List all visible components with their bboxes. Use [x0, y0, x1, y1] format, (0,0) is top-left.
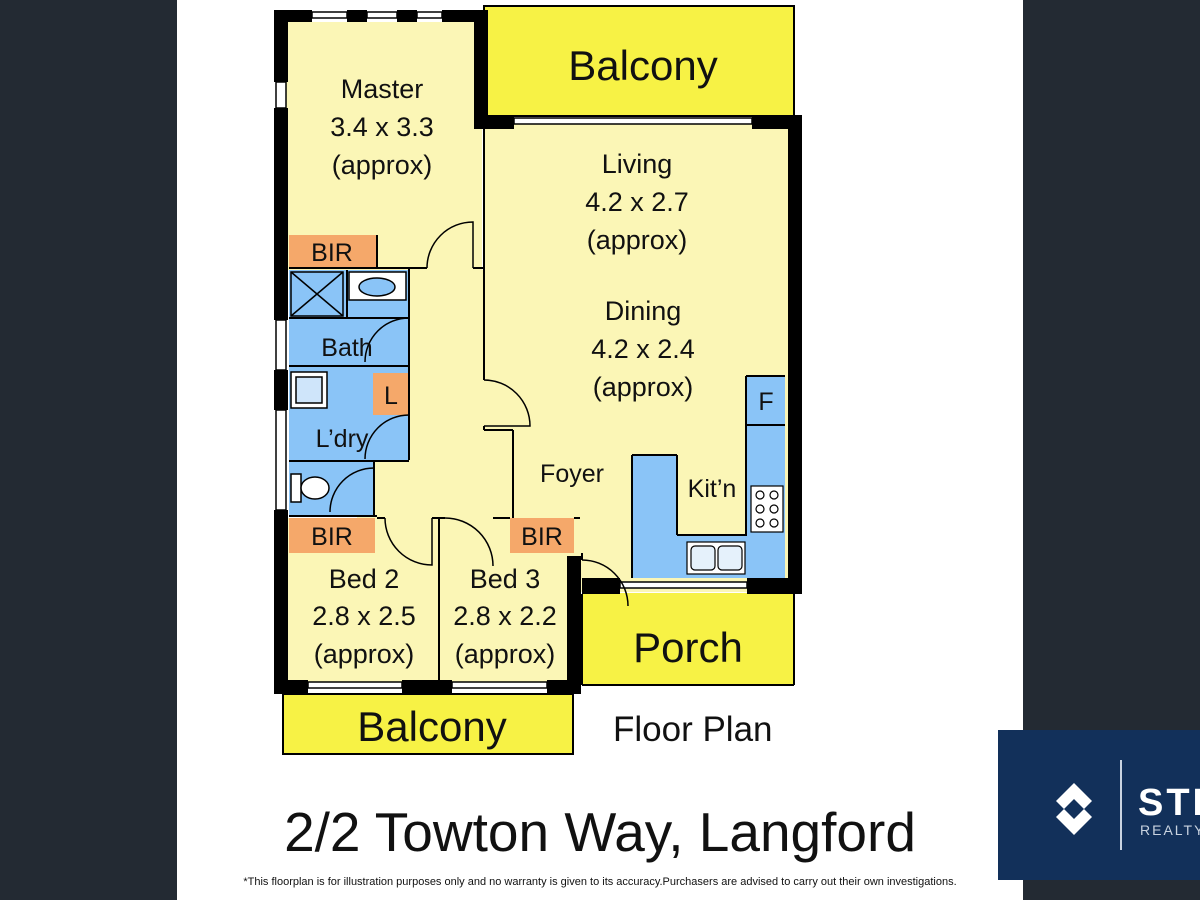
porch-label: Porch	[633, 624, 743, 671]
floor-plan-sheet: Master 3.4 x 3.3 (approx) Balcony Living…	[177, 0, 1023, 900]
toilet-icon	[290, 473, 330, 503]
badge-divider	[1120, 760, 1122, 850]
master-bedroom	[282, 22, 482, 270]
door-swings	[329, 221, 629, 607]
bed2-size-label: 2.8 x 2.5	[312, 601, 416, 631]
living-name-label: Living	[602, 149, 673, 179]
bir-master-cupboard	[289, 235, 377, 268]
bath-label: Bath	[321, 334, 372, 362]
fridge-label: F	[758, 388, 773, 416]
windows	[275, 11, 753, 689]
cooktop-icon	[750, 485, 784, 533]
bir-bed3-label: BIR	[521, 523, 563, 551]
laundry-tub-icon	[290, 371, 328, 409]
exterior-walls	[274, 10, 802, 694]
bed2-approx-label: (approx)	[314, 639, 415, 669]
basin-icon	[348, 271, 407, 301]
bir-bed2-cupboard	[289, 518, 375, 553]
master-name-label: Master	[341, 74, 424, 104]
agency-tagline: REALTY	[1140, 822, 1200, 838]
kitchen-label: Kit’n	[688, 475, 737, 503]
bir-bed3-cupboard	[510, 518, 574, 553]
floor-plan-diagram: Master 3.4 x 3.3 (approx) Balcony Living…	[274, 5, 802, 755]
master-approx-label: (approx)	[332, 150, 433, 180]
balcony-top	[484, 6, 794, 116]
living-size-label: 4.2 x 2.7	[585, 187, 689, 217]
floor-plan-title: Floor Plan	[613, 710, 773, 749]
bed3-size-label: 2.8 x 2.2	[453, 601, 557, 631]
agency-badge[interactable]: STI REALTY	[998, 730, 1200, 880]
dining-name-label: Dining	[605, 296, 682, 326]
bed3-approx-label: (approx)	[455, 639, 556, 669]
balcony-bottom-label: Balcony	[357, 703, 506, 750]
laundry-label: L’dry	[316, 425, 369, 453]
disclaimer-text: *This floorplan is for illustration purp…	[243, 876, 957, 888]
agency-logo-icon	[1056, 783, 1092, 835]
dining-approx-label: (approx)	[593, 372, 694, 402]
linen-cupboard	[373, 373, 409, 415]
bir-master-label: BIR	[311, 239, 353, 267]
kitchen-sink-icon	[686, 541, 746, 575]
fridge-space	[746, 376, 785, 424]
interior-walls	[282, 5, 795, 755]
agency-name: STI	[1138, 782, 1200, 824]
living-approx-label: (approx)	[587, 225, 688, 255]
bir-bed2-label: BIR	[311, 523, 353, 551]
porch-area	[582, 593, 794, 685]
bed3-name-label: Bed 3	[470, 564, 541, 594]
property-address: 2/2 Towton Way, Langford	[284, 801, 916, 863]
kitchen-bench	[632, 425, 785, 578]
dining-size-label: 4.2 x 2.4	[591, 334, 695, 364]
master-size-label: 3.4 x 3.3	[330, 112, 434, 142]
bed2-name-label: Bed 2	[329, 564, 400, 594]
foyer-label: Foyer	[540, 460, 604, 488]
balcony-top-label: Balcony	[568, 42, 717, 89]
shower-icon	[290, 271, 344, 317]
linen-label: L	[384, 382, 398, 410]
balcony-bottom	[283, 694, 573, 754]
